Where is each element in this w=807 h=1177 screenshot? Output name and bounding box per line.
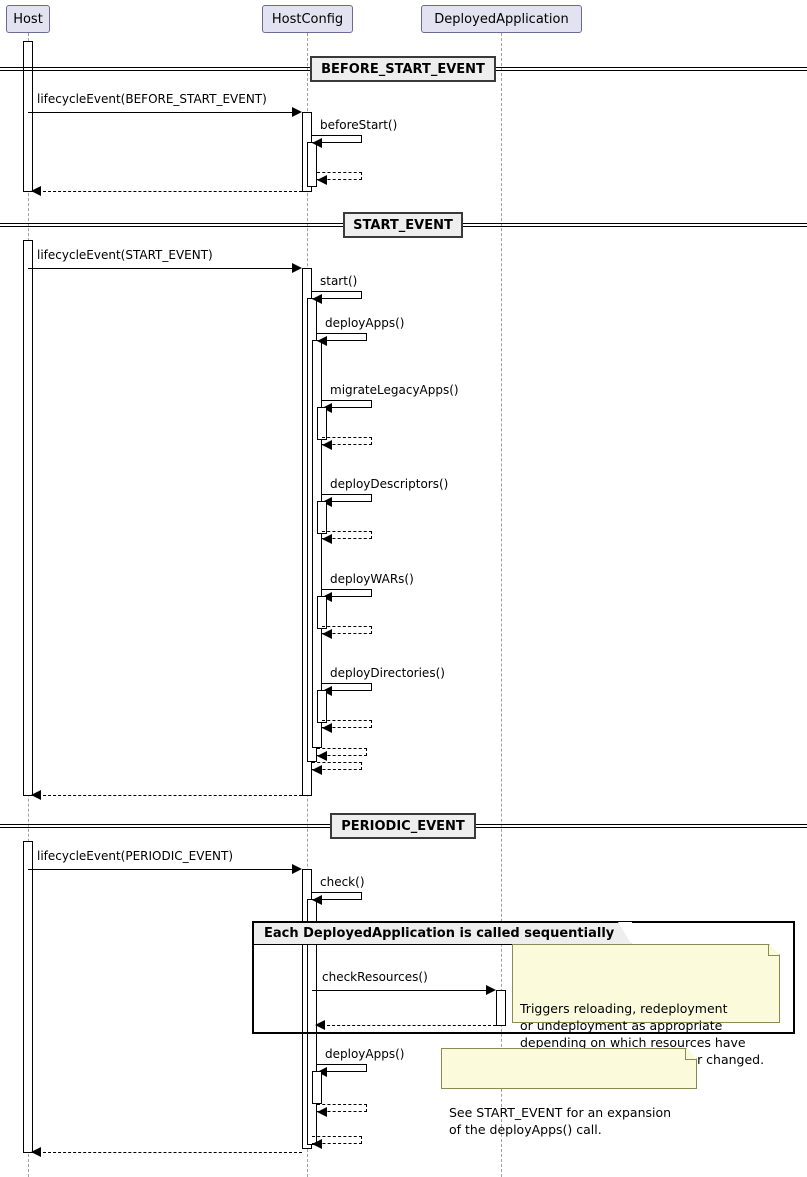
arrowhead-left-m7 [322,403,332,413]
activation-host-start [23,240,33,796]
activation-host-periodic [23,841,33,1153]
message-label-checkresources: checkResources() [322,970,428,984]
message-arrow-lifecycleevent-periodic [28,869,297,870]
activation-hostconfig-deploydescriptors [317,501,327,534]
note-fold-icon [769,944,780,955]
arrowhead-left-return-l3 [317,751,327,761]
message-label-start: start() [320,274,358,288]
message-return-start [38,795,302,796]
group-frame-loop-apps [252,921,795,1034]
note-deployapps: See START_EVENT for an expansion of the … [441,1048,697,1137]
message-label-check: check() [320,875,365,889]
arrowhead-left-m2-return [317,175,327,185]
activation-host-before-start [23,41,33,192]
selfcall-deploydirectories [322,683,372,691]
group-label-loop-apps-text: Each DeployedApplication is called seque… [264,926,615,941]
selfcall-return-start [312,762,362,770]
note-checkresources: Triggers reloading, redeployment or unde… [512,944,780,1067]
arrowhead-left-m3 [31,186,41,196]
arrowhead-right-m12 [292,864,302,874]
arrowhead-left-m16 [317,1067,327,1077]
message-arrow-checkresources [312,990,491,991]
arrowhead-left-m11 [31,790,41,800]
arrowhead-left-m10 [322,686,332,696]
arrowhead-left-m7-return [322,440,332,450]
participant-host-label: Host [13,11,43,27]
arrowhead-left-m9 [322,592,332,602]
message-label-deployapps-start: deployApps() [325,316,405,330]
activation-hostconfig-deployapps-periodic [312,1071,322,1104]
message-label-migratelegacyapps: migrateLegacyApps() [330,383,459,397]
selfcall-return-beforestart [317,172,362,180]
message-label-deploydescriptors: deployDescriptors() [330,477,449,491]
activation-hostconfig-start-l3 [312,340,322,748]
arrowhead-right-m1 [292,107,302,117]
activation-hostconfig-deploywars [317,596,327,629]
arrowhead-right-m4 [292,263,302,273]
selfcall-return-deploydescriptors [322,531,372,539]
message-label-lifecycleevent-periodic: lifecycleEvent(PERIODIC_EVENT) [37,849,234,863]
lifeline-deployedapplication [501,33,502,1177]
arrowhead-left-return-l2 [312,765,322,775]
activation-hostconfig-deploydirectories [317,690,327,723]
message-return-before-start [38,191,302,192]
message-label-lifecycleevent-start: lifecycleEvent(START_EVENT) [37,248,213,262]
selfcall-deployapps-periodic [317,1064,367,1072]
divider-periodic-event-label: PERIODIC_EVENT [341,818,465,834]
participant-hostconfig[interactable]: HostConfig [262,5,353,33]
selfcall-deployapps-start [317,333,367,341]
participant-hostconfig-label: HostConfig [271,11,344,27]
message-arrow-lifecycleevent-start [28,268,297,269]
selfcall-return-migratelegacyapps [322,437,372,445]
divider-periodic-event: PERIODIC_EVENT [330,813,476,839]
divider-start-event-label: START_EVENT [353,217,453,233]
arrowhead-left-m10-return [322,723,332,733]
note-fold-icon-2 [686,1048,697,1059]
message-return-checkresources [322,1025,496,1026]
activation-hostconfig-migratelegacyapps [317,407,327,440]
participant-deployedapplication[interactable]: DeployedApplication [421,5,582,33]
activation-hostconfig-before-start-l2 [307,142,317,187]
selfcall-return-deployapps-start [317,748,367,756]
message-label-deploywars: deployWARs() [330,572,414,586]
arrowhead-left-m8-return [322,534,332,544]
arrowhead-right-m14 [486,985,496,995]
note-deployapps-text: See START_EVENT for an expansion of the … [449,1105,672,1137]
selfcall-return-periodic-l2 [312,1136,362,1144]
participant-host[interactable]: Host [6,5,50,33]
divider-start-event: START_EVENT [343,212,463,238]
arrowhead-left-return-periodic-l2 [312,1139,322,1149]
message-arrow-lifecycleevent-before-start [28,112,297,113]
message-label-deploydirectories: deployDirectories() [330,666,445,680]
group-label-loop-apps: Each DeployedApplication is called seque… [254,922,632,945]
arrowhead-left-m13 [312,895,322,905]
arrowhead-left-m16-return [317,1107,327,1117]
selfcall-check [312,892,362,900]
message-return-periodic [38,1152,302,1153]
selfcall-deploydescriptors [322,494,372,502]
selfcall-migratelegacyapps [322,400,372,408]
message-label-deployapps-periodic: deployApps() [325,1047,405,1061]
selfcall-deploywars [322,589,372,597]
activation-deployedapplication-checkresources [496,990,506,1026]
arrowhead-left-m8 [322,497,332,507]
divider-before-start-event-label: BEFORE_START_EVENT [321,61,485,77]
selfcall-return-deployapps-periodic [317,1104,367,1112]
arrowhead-left-m15 [315,1020,325,1030]
selfcall-start [312,291,362,299]
arrowhead-left-m17 [31,1147,41,1157]
selfcall-beforestart [312,135,362,143]
selfcall-return-deploywars [322,626,372,634]
message-label-beforestart: beforeStart() [320,118,398,132]
arrowhead-left-m9-return [322,629,332,639]
participant-deployedapplication-label: DeployedApplication [434,11,569,27]
arrowhead-left-m2 [312,138,322,148]
arrowhead-left-m6 [317,336,327,346]
divider-before-start-event: BEFORE_START_EVENT [310,56,496,82]
arrowhead-left-m5 [312,294,322,304]
selfcall-return-deploydirectories [322,720,372,728]
message-label-lifecycleevent-before-start: lifecycleEvent(BEFORE_START_EVENT) [37,92,267,106]
